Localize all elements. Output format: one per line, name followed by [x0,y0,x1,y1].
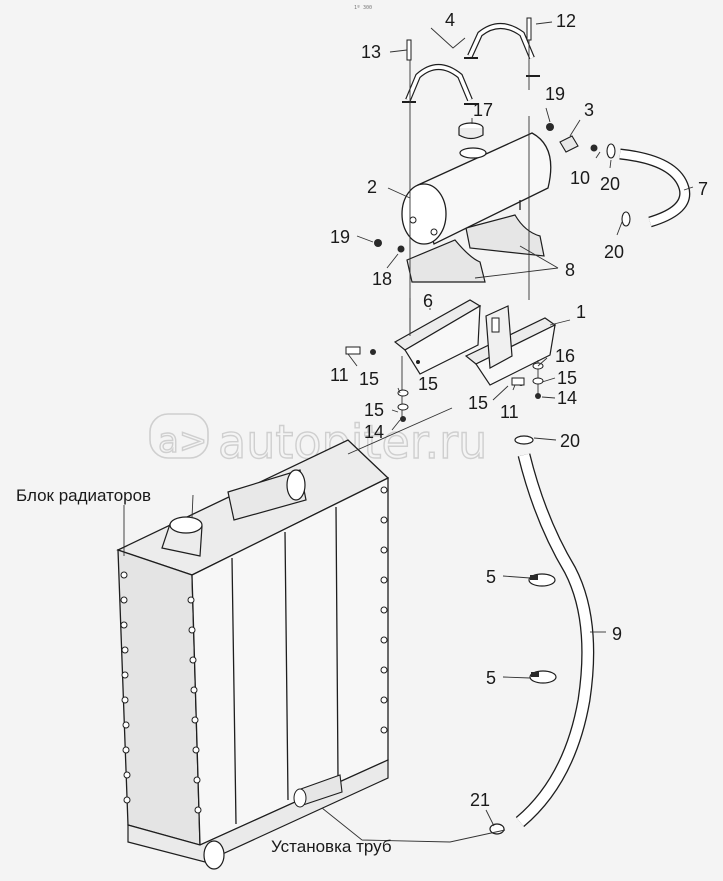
callout-20-top: 20 [600,174,620,194]
watermark-logo: a> [158,421,207,461]
callout-labels: 4 12 13 19 3 17 2 10 20 7 20 19 18 8 6 1… [330,10,708,810]
bolts-11 [345,346,525,386]
hose-7 [606,143,691,228]
tiny-mark: 1º 300 [354,5,372,11]
saddle-pad-8 [406,214,545,283]
caption-radiator-block: Блок радиаторов [16,486,151,505]
callout-11-right: 11 [500,402,519,422]
hose-9 [489,435,595,835]
callout-8: 8 [565,260,575,280]
callout-5-lower: 5 [486,668,496,688]
nut-14-left [400,416,406,422]
callout-12: 12 [556,11,576,31]
callout-20-bottom: 20 [560,431,580,451]
callout-15-b: 15 [418,374,438,394]
nut-19-left [374,239,382,247]
callout-11-left: 11 [330,365,349,385]
stud-13 [406,39,412,61]
callout-15-c: 15 [557,368,577,388]
tank-2 [401,132,552,245]
callout-14-left: 14 [364,422,384,442]
callout-13: 13 [361,42,381,62]
callout-17: 17 [473,100,493,120]
callout-9: 9 [612,624,622,644]
leader-lines [123,21,694,843]
callout-4: 4 [445,10,455,30]
watermark-logo-box [149,413,209,459]
fitting-3 [559,135,579,153]
cap-17 [458,122,484,140]
callout-7: 7 [698,179,708,199]
callout-19-left: 19 [330,227,350,247]
washers [397,362,544,411]
callout-15-e: 15 [364,400,384,420]
clamp-5-lower [529,670,557,684]
clamp-5-upper [528,573,556,587]
washer-10 [590,144,598,152]
callout-20-mid: 20 [604,242,624,262]
callout-15-d: 15 [468,393,488,413]
callout-15-a: 15 [359,369,379,389]
nut-19-top [546,123,554,131]
bracket-6 [393,299,482,375]
callout-14-right: 14 [557,388,577,408]
stud-12 [526,17,532,41]
callout-5-upper: 5 [486,567,496,587]
radiator-block [116,439,390,870]
callout-2: 2 [367,177,377,197]
small-parts [370,123,598,422]
callout-18: 18 [372,269,392,289]
caption-pipe-installation: Установка труб [271,837,392,856]
callout-1: 1 [576,302,586,322]
clamp-straps-4 [402,23,540,105]
nut-14-right [535,393,541,399]
callout-6: 6 [423,291,433,311]
callout-10: 10 [570,168,590,188]
bracket-1 [464,305,557,386]
callout-19-top: 19 [545,84,565,104]
callout-16: 16 [555,346,575,366]
washer-15-a [370,349,376,355]
callout-21: 21 [470,790,490,810]
callout-3: 3 [584,100,594,120]
washer-18 [397,245,405,253]
